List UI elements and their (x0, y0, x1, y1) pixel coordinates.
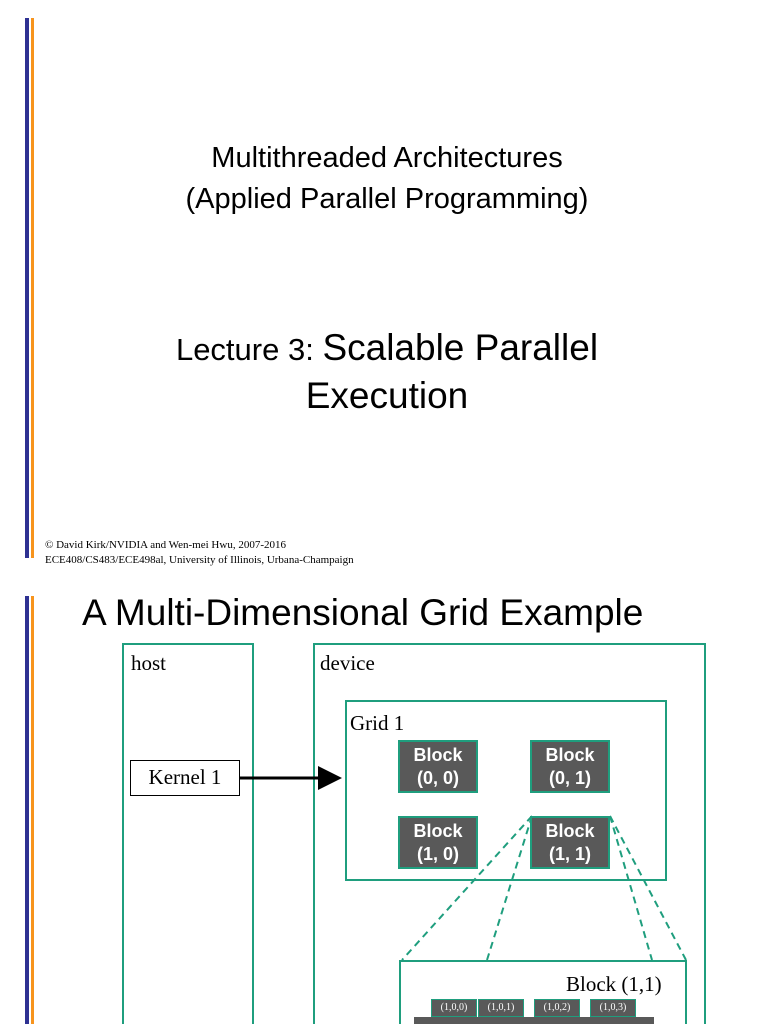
thread-cell: (1,0,0) (431, 999, 477, 1017)
copyright-line2: ECE408/CS483/ECE498al, University of Ill… (45, 554, 354, 566)
course-title: Multithreaded Architectures (Applied Par… (0, 138, 768, 220)
accent-bar-orange (31, 596, 34, 1024)
grid-label: Grid 1 (350, 711, 405, 735)
device-label: device (320, 651, 375, 675)
slide-title: A Multi-Dimensional Grid Example (82, 592, 644, 633)
accent-bar-blue (25, 18, 29, 558)
zoom-line-left-outer (401, 815, 533, 961)
thread-cell: (1,0,3) (590, 999, 636, 1017)
block-0-0: Block (0, 0) (398, 740, 478, 793)
block-detail-label: Block (1,1) (566, 972, 662, 996)
block-index: (0, 1) (548, 768, 591, 788)
block-detail-box (399, 960, 687, 1024)
block-label: Block (545, 821, 595, 841)
title-slide: Multithreaded Architectures (Applied Par… (0, 18, 768, 568)
connector-lines (240, 766, 687, 961)
block-1-1: Block (1, 1) (530, 816, 610, 869)
thread-cell: (1,0,2) (534, 999, 580, 1017)
lecture-title-line2: Execution (305, 375, 469, 416)
block-index: (1, 0) (416, 844, 459, 864)
zoom-line-right-inner (609, 815, 653, 961)
device-box (313, 643, 706, 1024)
block-0-1: Block (0, 1) (530, 740, 610, 793)
block-label: Block (413, 821, 463, 841)
host-label: host (131, 651, 167, 675)
block-label: Block (413, 745, 463, 765)
grid-box (345, 700, 667, 881)
block-1-0: Block (1, 0) (398, 816, 478, 869)
accent-bar-blue (25, 596, 29, 1024)
block-index: (1, 1) (548, 844, 591, 864)
grid-example-slide: A Multi-Dimensional Grid Example host de… (0, 578, 768, 1024)
thread-array-base (414, 1017, 654, 1024)
accent-bar-orange (31, 18, 34, 558)
course-title-line1: Multithreaded Architectures (211, 142, 563, 174)
zoom-line-right-outer (609, 815, 687, 961)
course-title-line2: (Applied Parallel Programming) (185, 183, 589, 215)
copyright-line1: © David Kirk/NVIDIA and Wen-mei Hwu, 200… (45, 539, 286, 551)
lecture-number: Lecture 3: (175, 332, 323, 367)
copyright-notice: © David Kirk/NVIDIA and Wen-mei Hwu, 200… (45, 538, 354, 568)
kernel-box: Kernel 1 (130, 760, 240, 796)
block-label: Block (545, 745, 595, 765)
block-index: (0, 0) (416, 768, 459, 788)
zoom-line-left-inner (486, 815, 533, 961)
lecture-title-line1: Scalable Parallel (322, 327, 599, 368)
host-box (122, 643, 254, 1024)
thread-cell: (1,0,1) (478, 999, 524, 1017)
lecture-title: Lecture 3: Scalable Parallel Execution (0, 324, 768, 420)
